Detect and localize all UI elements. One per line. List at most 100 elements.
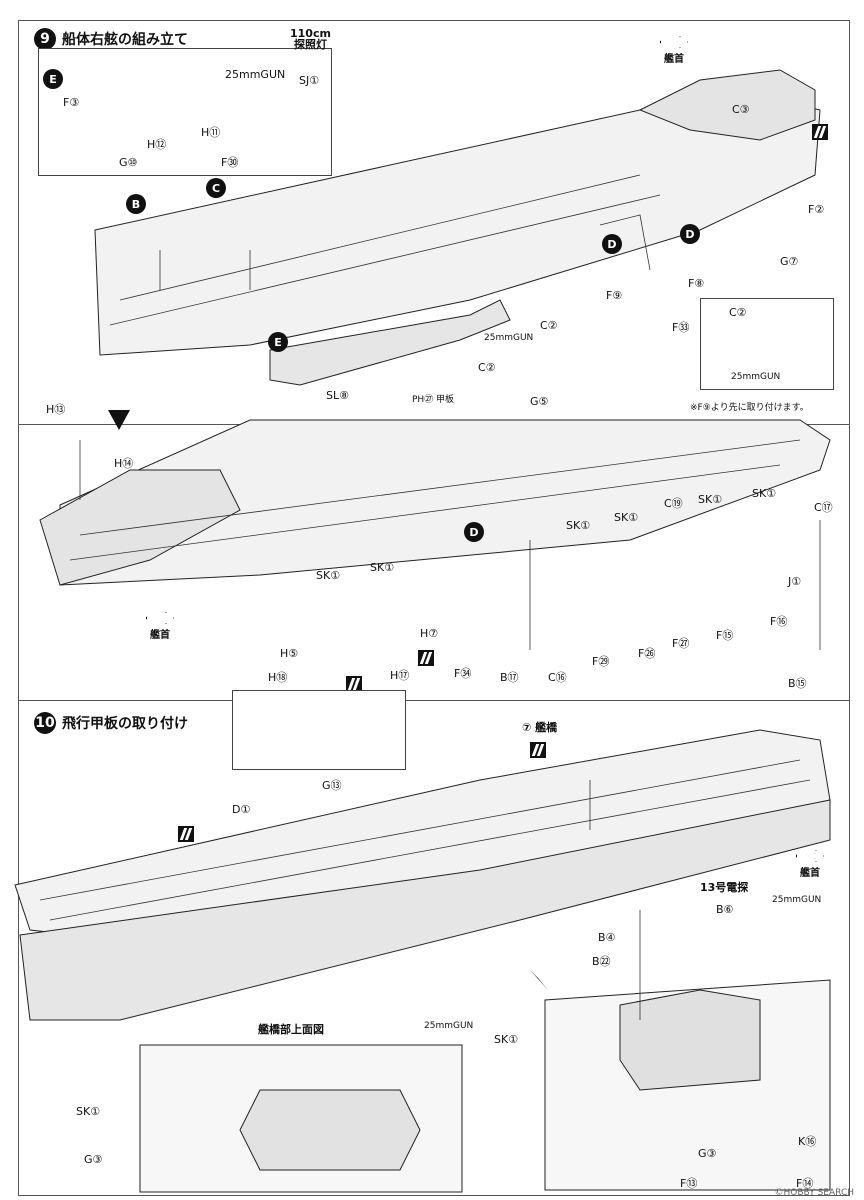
step-9-number: 9 [34,28,56,50]
label-f3-inset: F③ [63,96,80,109]
badge-d-2: D [680,224,700,244]
paint-mark-icon [346,676,362,692]
bow-label: 艦首 [664,54,684,65]
deck-line-2 [109,194,661,326]
step-10-heading: 10 飛行甲板の取り付け [34,712,188,734]
deck-line-5 [39,759,801,901]
label-c3: C③ [732,103,750,116]
label-g13: G⑬ [322,779,342,792]
label-f14: F⑭ [796,1177,814,1190]
label-f8: F⑧ [688,277,705,290]
label-c2b: C② [478,361,496,374]
label-gun-s9: 25mmGUN [484,333,534,343]
badge-e: E [268,332,288,352]
label-sj1: SJ① [299,74,320,87]
label-f15: F⑮ [716,629,734,642]
bridge-plan-island [239,1089,421,1171]
label-c2-inset: C② [729,306,747,319]
label-h7: H⑦ [420,627,439,640]
badge-e-inset: E [43,69,63,89]
label-f27: F㉗ [672,637,690,650]
label-h5: H⑤ [280,647,299,660]
label-ph27: PH㉗ 甲板 [412,395,455,405]
label-g3-plan: G③ [84,1153,103,1166]
bow-direction-2: 艦首 [146,612,174,641]
label-sk1-e: SK① [698,493,723,506]
label-h14: H⑭ [114,457,134,470]
label-h17: H⑰ [390,669,410,682]
label-d1: D① [232,803,251,816]
label-gun-inset: 25mmGUN [225,68,286,81]
deck-line-6 [49,779,811,921]
note-f9: ※F⑨より先に取り付けます。 [690,403,809,413]
label-f26: F㉖ [638,647,656,660]
label-b6: B⑥ [716,903,734,916]
label-k16: K⑯ [798,1135,817,1148]
leader-1 [599,214,651,271]
label-searchlight: 110cm 探照灯 [290,27,331,51]
label-gun-s10: 25mmGUN [772,895,822,905]
label-f33: F㉝ [672,321,690,334]
arrow-diagonal [530,970,548,990]
label-sk1-c: SK① [566,519,591,532]
badge-d-1: D [602,234,622,254]
paint-mark-icon [178,826,194,842]
bow-arrow-icon [146,612,174,624]
label-g10: G⑩ [119,156,138,169]
label-b17: B⑰ [500,671,519,684]
label-b22: B㉒ [592,955,611,968]
label-gun-plan: 25mmGUN [424,1021,474,1031]
side-panel-e [269,299,511,386]
label-j1: J① [788,575,802,588]
paint-mark-icon [812,124,828,140]
label-h13: H⑬ [46,403,66,416]
badge-d-3: D [464,522,484,542]
page-frame [18,20,850,1196]
label-h12: H⑫ [147,138,167,151]
label-f2: F② [808,203,825,216]
badge-b: B [126,194,146,214]
label-f30: F㉚ [221,156,239,169]
deck-line-3 [79,439,801,536]
label-h11: H⑪ [201,126,221,139]
hull-bow-lower [39,469,241,586]
paint-mark-icon [530,742,546,758]
bow-direction-3: 艦首 [796,850,824,879]
arrow-down-1 [108,410,130,430]
label-g7: G⑦ [780,255,799,268]
label-bridge: ⑦ 艦橋 [522,721,558,734]
deck-line-4 [69,464,781,561]
bridge-plan-title: 艦橋部上面図 [258,1023,324,1036]
bow-arrow-icon [660,36,688,48]
paint-mark-icon [418,650,434,666]
bow-label: 艦首 [150,630,170,641]
label-sl8: SL⑧ [326,389,349,402]
label-f34: F㉞ [454,667,472,680]
label-c16: C⑯ [548,671,567,684]
badge-c: C [206,178,226,198]
inset-gun-detail: C② 25mmGUN [700,298,834,390]
bow-arrow-icon [796,850,824,862]
label-f9: F⑨ [606,289,623,302]
label-sk1-plan: SK① [76,1105,101,1118]
label-sk1-a: SK① [316,569,341,582]
label-f16: F⑯ [770,615,788,628]
label-gun-detail: 25mmGUN [731,372,781,382]
hull-bow-upper [638,69,816,141]
step-10-number: 10 [34,712,56,734]
step-9-title: 船体右舷の組み立て [62,32,188,48]
label-sk1-b: SK① [370,561,395,574]
label-b4: B④ [598,931,616,944]
label-b15: B⑮ [788,677,807,690]
bow-label: 艦首 [800,868,820,879]
label-g3-s10: G③ [698,1147,717,1160]
watermark: ©HOBBY SEARCH [774,1188,854,1198]
label-c17: C⑰ [814,501,833,514]
label-sk1-f: SK① [752,487,777,500]
label-sk1-d: SK① [614,511,639,524]
step-10-title: 飛行甲板の取り付け [62,716,188,732]
bow-direction-1: 艦首 [660,36,688,65]
divider-step10 [18,700,849,701]
